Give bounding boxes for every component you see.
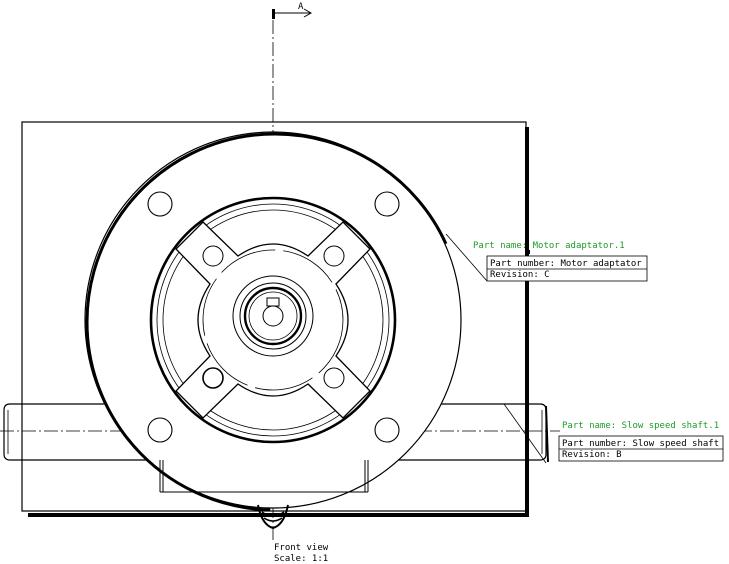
leader-lines <box>445 233 547 464</box>
view-name: Front view <box>274 543 329 553</box>
annotation-slow-speed-shaft[interactable]: Part name: Slow speed shaft.1 Part numbe… <box>558 421 724 462</box>
annotation-motor-adaptator[interactable]: Part name: Motor adaptator.1 Part number… <box>473 241 648 282</box>
slow-speed-shaft[interactable] <box>3 403 549 463</box>
motor-adaptator[interactable] <box>84 131 465 512</box>
base-detail <box>159 460 369 530</box>
revision-label: Revision: C <box>490 270 550 280</box>
part-name-label: Part name: Slow speed shaft.1 <box>562 421 719 431</box>
view-caption: Front view Scale: 1:1 <box>274 543 329 564</box>
part-number-label: Part number: Slow speed shaft <box>562 439 719 449</box>
section-label: A <box>298 2 304 12</box>
revision-label: Revision: B <box>562 450 622 460</box>
part-name-label: Part name: Motor adaptator.1 <box>473 241 625 251</box>
section-arrow[interactable]: A <box>272 2 313 19</box>
part-number-label: Part number: Motor adaptator <box>490 259 642 269</box>
view-scale: Scale: 1:1 <box>274 554 328 564</box>
